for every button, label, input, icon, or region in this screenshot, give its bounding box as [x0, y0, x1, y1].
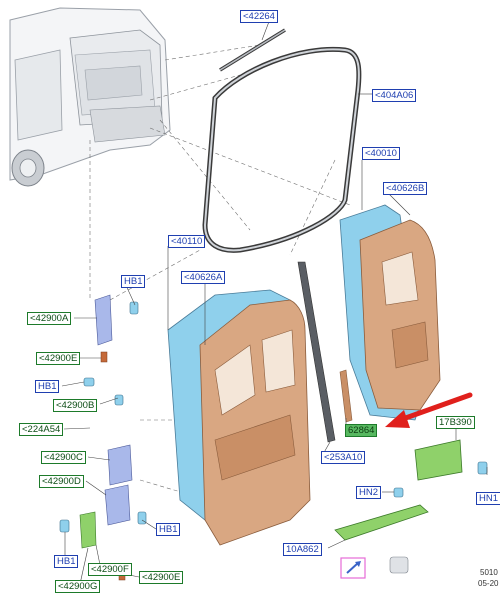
right-door [339, 204, 441, 421]
check-strap [297, 261, 336, 443]
callout-hb1-top[interactable]: HB1 [121, 275, 146, 288]
callout-leaders [61, 18, 488, 585]
callout-42900B[interactable]: <42900B [53, 399, 98, 412]
left-door [167, 289, 311, 546]
callout-hn1[interactable]: HN1 [476, 492, 500, 505]
lower-trim-10A862 [334, 504, 429, 541]
callout-hn2[interactable]: HN2 [356, 486, 382, 499]
callout-404A06[interactable]: <404A06 [372, 89, 417, 102]
footer-date: 05-20 [478, 579, 499, 588]
van-illustration [9, 7, 171, 187]
seal-strip-62864 [339, 369, 353, 423]
bolts [59, 301, 488, 533]
callout-42900E-top[interactable]: <42900E [36, 352, 81, 365]
callout-224A54[interactable]: <224A54 [19, 423, 64, 436]
red-arrow [385, 392, 473, 428]
callout-253A10[interactable]: <253A10 [321, 451, 366, 464]
footer-code: 5010 [480, 568, 498, 577]
callout-40110[interactable]: <40110 [168, 235, 206, 248]
info-icon [340, 557, 366, 579]
callout-42900D[interactable]: <42900D [39, 475, 84, 488]
callout-62864[interactable]: 62864 [345, 424, 378, 437]
upper-seal-strip [219, 28, 286, 72]
callout-hb1-left[interactable]: HB1 [35, 380, 60, 393]
callout-42264[interactable]: <42264 [240, 10, 278, 23]
callout-42900E-bottom[interactable]: <42900E [139, 571, 184, 584]
small-clip [389, 556, 409, 574]
hinges [79, 294, 133, 549]
callout-42900A[interactable]: <42900A [27, 312, 72, 325]
callout-17B390[interactable]: 17B390 [436, 416, 475, 429]
weatherstrip-seal [202, 46, 362, 253]
callout-42900G[interactable]: <42900G [55, 580, 101, 593]
callout-hb1-mid[interactable]: HB1 [156, 523, 181, 536]
cover-panel-17B390 [414, 439, 463, 481]
leader-lines [89, 44, 351, 506]
callout-10A862[interactable]: 10A862 [283, 543, 322, 556]
callout-42900F[interactable]: <42900F [88, 563, 132, 576]
callout-40010[interactable]: <40010 [362, 147, 400, 160]
callout-hb1-bottom[interactable]: HB1 [54, 555, 79, 568]
callout-40626B[interactable]: <40626B [383, 182, 428, 195]
callout-40626A[interactable]: <40626A [181, 271, 226, 284]
callout-42900C[interactable]: <42900C [41, 451, 86, 464]
